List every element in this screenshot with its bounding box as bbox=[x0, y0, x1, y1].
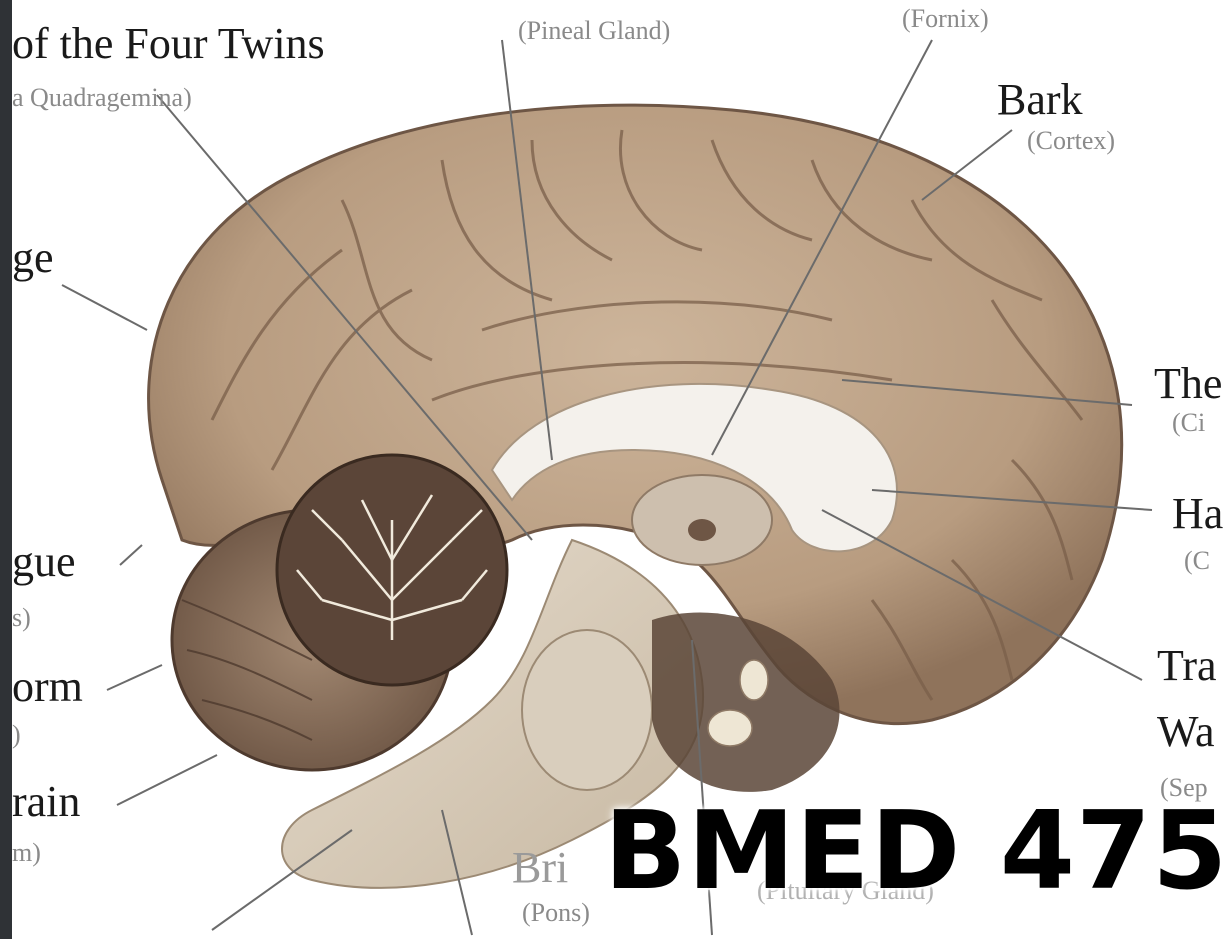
label-the-sub: (Ci bbox=[1172, 410, 1205, 436]
label-pineal-sub: (Pineal Gland) bbox=[518, 18, 670, 44]
label-wa: Wa bbox=[1157, 710, 1215, 754]
label-rain-sub: m) bbox=[12, 840, 41, 866]
label-the: The bbox=[1154, 362, 1222, 406]
label-orm: orm bbox=[12, 665, 83, 709]
label-tra: Tra bbox=[1157, 644, 1217, 688]
label-ha-sub: (C bbox=[1184, 548, 1210, 574]
pituitary bbox=[708, 710, 752, 746]
label-ha: Ha bbox=[1172, 492, 1223, 536]
label-gue: gue bbox=[12, 540, 76, 584]
label-bark-sub: (Cortex) bbox=[1027, 128, 1115, 154]
label-orm-sub: ) bbox=[12, 722, 21, 748]
label-fornix-sub: (Fornix) bbox=[902, 6, 989, 32]
left-frame-edge bbox=[0, 0, 12, 939]
label-four-twins-sub: a Quadragemina) bbox=[12, 85, 192, 111]
label-four-twins: of the Four Twins bbox=[12, 22, 325, 66]
slide-frame: of the Four Twins a Quadragemina) (Pinea… bbox=[12, 0, 1231, 939]
label-rain: rain bbox=[12, 780, 80, 824]
label-ge: ge bbox=[12, 236, 54, 280]
pons bbox=[522, 630, 652, 790]
label-bridge: Bri bbox=[512, 846, 568, 890]
slide-title: BMED 4752 bbox=[604, 798, 1231, 906]
label-gue-sub: s) bbox=[12, 605, 31, 631]
label-bridge-sub: (Pons) bbox=[522, 900, 590, 926]
label-bark: Bark bbox=[997, 78, 1083, 122]
